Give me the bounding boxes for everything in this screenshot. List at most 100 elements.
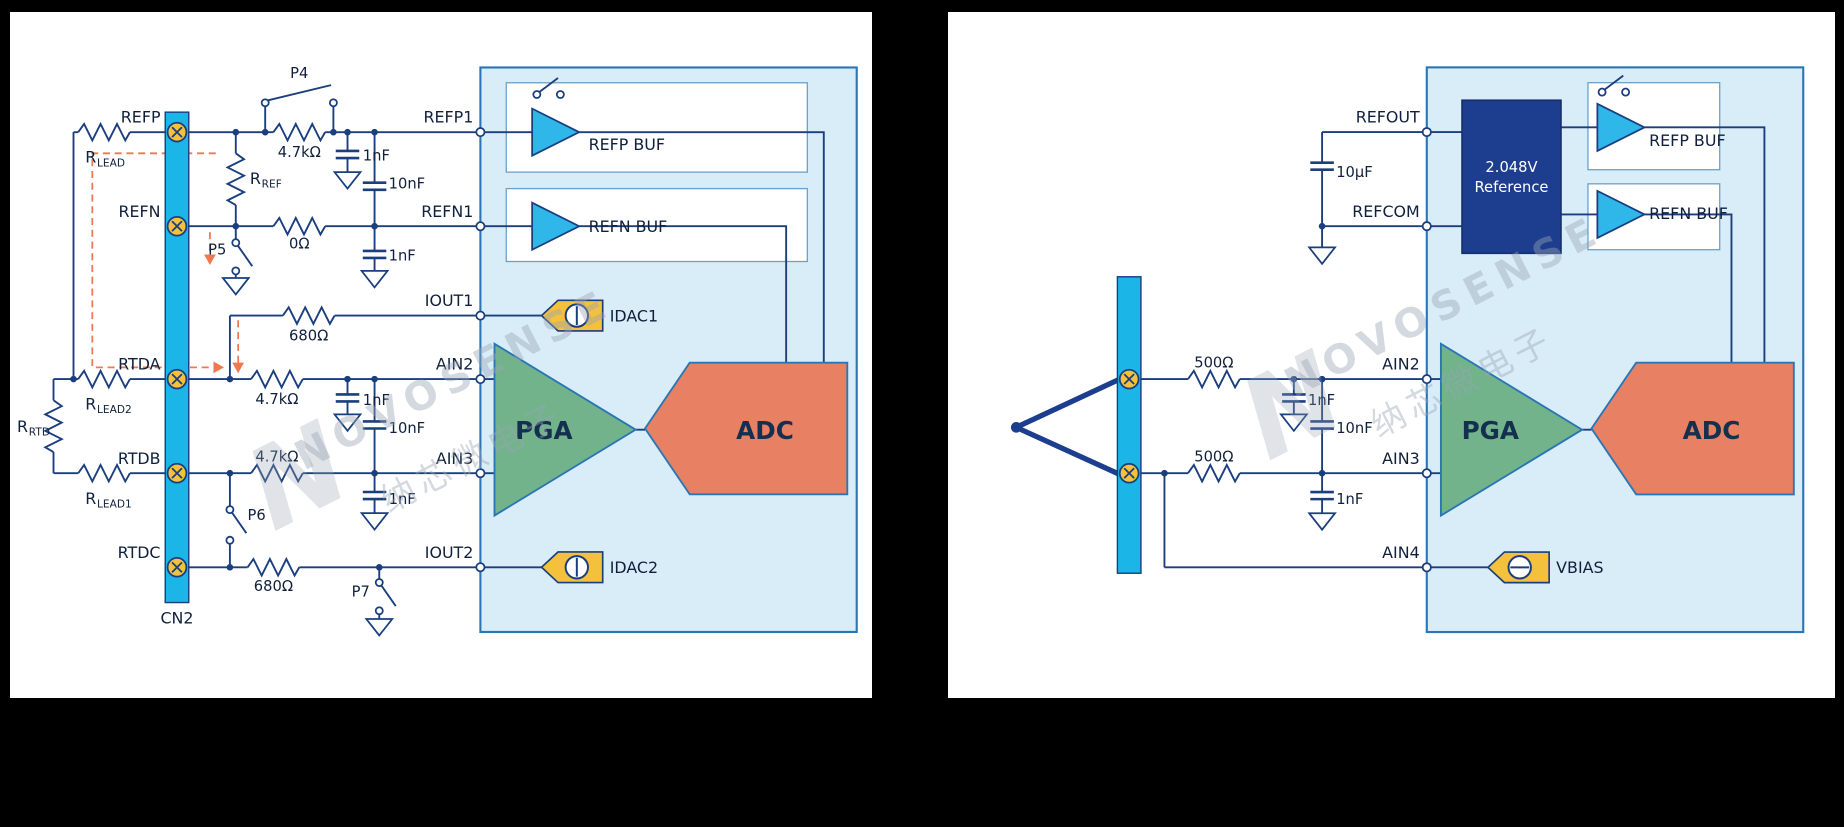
ground-icon <box>333 171 362 190</box>
ground-icon <box>1308 246 1336 265</box>
thermocouple-junction <box>1010 422 1022 433</box>
refn-buffer-triangle <box>1596 189 1647 240</box>
cap-10nf-ref <box>361 181 388 192</box>
ground-icon <box>1308 512 1336 531</box>
cap-1nf-ain3 <box>1309 490 1336 501</box>
refp-buffer-triangle <box>531 107 582 158</box>
terminal-tc-minus <box>1118 462 1140 484</box>
connector-bar <box>1116 276 1142 574</box>
terminal-label-rtdb: RTDB <box>118 449 161 468</box>
terminal-rtdc <box>166 556 188 578</box>
idac1-source <box>540 299 604 332</box>
adc-block <box>1590 361 1795 496</box>
block-label-pga: PGA <box>1462 416 1519 445</box>
block-label-adc: ADC <box>1683 416 1741 445</box>
block-label-idac1: IDAC1 <box>610 306 658 325</box>
block-label-refp-buf: REFP BUF <box>589 135 665 154</box>
terminal-rtda <box>166 368 188 390</box>
ground-icon <box>365 618 394 637</box>
value-10nf-ain: 10nF <box>1336 420 1372 437</box>
ground-icon <box>360 512 389 531</box>
resistor-0ohm <box>272 217 327 236</box>
terminal-label-rtda: RTDA <box>118 355 160 374</box>
voltage-reference-block <box>1461 99 1562 255</box>
right-circuit-panel: 2.048V Reference REFOUT REFCOM AIN2 AIN3 <box>948 12 1835 698</box>
pin-label-refn1: REFN1 <box>421 202 473 221</box>
block-label-refp-buf: REFP BUF <box>1649 131 1725 150</box>
terminal-label-rtdc: RTDC <box>118 543 161 562</box>
rlead2-sub: LEAD2 <box>97 404 132 416</box>
reference-voltage-word: Reference <box>1475 179 1549 196</box>
block-label-vbias: VBIAS <box>1556 558 1603 577</box>
right-wires <box>1013 74 1766 569</box>
pin-label-refout: REFOUT <box>1356 108 1420 127</box>
connector-label-cn2: CN2 <box>160 609 193 628</box>
resistor-680-iout1 <box>281 306 336 325</box>
block-label-refn-buf: REFN BUF <box>1649 204 1728 223</box>
resistor-4k7-ref <box>272 122 327 142</box>
pin-label-ain2: AIN2 <box>1382 355 1420 374</box>
terminal-refn <box>166 215 188 237</box>
terminal-rtdb <box>166 462 188 484</box>
value-4k7-ref: 4.7kΩ <box>278 144 321 161</box>
vbias-source <box>1486 551 1550 584</box>
pin-label-ain4: AIN4 <box>1382 543 1420 562</box>
switch-label-p5: P5 <box>208 241 226 258</box>
rref-label: R <box>250 169 261 188</box>
resistor-4k7-ain2 <box>250 369 304 389</box>
cap-1nf-refn <box>361 249 388 260</box>
pin-label-iout2: IOUT2 <box>425 543 474 562</box>
value-4k7-ain2: 4.7kΩ <box>255 391 298 408</box>
refn-buffer-triangle <box>531 201 582 252</box>
value-680-bot: 680Ω <box>254 578 293 595</box>
ground-icon <box>360 270 389 289</box>
rref-sub: REF <box>262 178 282 190</box>
resistor-500-ain3 <box>1187 464 1241 483</box>
excitation-current-dashed-path <box>91 152 245 374</box>
rlead1-label: R <box>85 489 96 508</box>
block-label-pga: PGA <box>515 416 572 445</box>
value-1nf-ain3: 1nF <box>1336 491 1363 508</box>
value-1nf-refn: 1nF <box>389 247 416 264</box>
left-circuit-panel: REFP REFN RTDA RTDB RTDC CN2 R LEAD R LE… <box>10 12 872 698</box>
resistor-680-iout2 <box>246 558 301 577</box>
value-1nf-ain3: 1nF <box>389 491 416 508</box>
pin-label-ain3: AIN3 <box>436 449 473 468</box>
value-680-top: 680Ω <box>289 327 328 344</box>
right-circuit-diagram: 2.048V Reference REFOUT REFCOM AIN2 AIN3 <box>1010 66 1805 634</box>
block-label-refn-buf: REFN BUF <box>589 217 668 236</box>
rrtd-label: R <box>17 417 28 436</box>
switch-label-p6: P6 <box>248 507 266 524</box>
left-circuit-diagram: REFP REFN RTDA RTDB RTDC CN2 R LEAD R LE… <box>17 65 858 637</box>
pga-block <box>493 342 638 518</box>
switch-label-p7: P7 <box>352 584 370 601</box>
pin-label-ain3: AIN3 <box>1382 449 1420 468</box>
block-label-adc: ADC <box>736 416 794 445</box>
block-label-idac2: IDAC2 <box>610 558 658 577</box>
resistor-rref <box>228 153 244 205</box>
refp-buffer-triangle <box>1596 102 1647 153</box>
pin-label-ain2: AIN2 <box>436 355 473 374</box>
pga-block <box>1439 342 1584 518</box>
pin-label-iout1: IOUT1 <box>425 291 474 310</box>
switch-label-p4: P4 <box>290 65 308 82</box>
connector-cn2-bar <box>164 111 190 604</box>
thermocouple-leads <box>1013 376 1123 478</box>
adc-block <box>643 361 849 496</box>
value-1nf-ain2: 1nF <box>363 392 390 409</box>
value-4k7-ain3: 4.7kΩ <box>255 448 298 465</box>
rlead-sub: LEAD <box>97 157 125 169</box>
cap-1nf-refp <box>334 149 361 160</box>
value-10nf-ref: 10nF <box>389 176 425 193</box>
terminal-label-refn: REFN <box>118 202 160 221</box>
value-1nf-ain2: 1nF <box>1308 392 1335 409</box>
value-0ohm: 0Ω <box>289 236 310 253</box>
rlead2-label: R <box>85 395 96 414</box>
terminal-tc-plus <box>1118 368 1140 390</box>
cap-10uf-ref <box>1309 161 1336 172</box>
ground-icon <box>221 277 250 296</box>
rlead1-sub: LEAD1 <box>97 498 132 510</box>
value-1nf-refp: 1nF <box>363 147 390 164</box>
value-500-ain2: 500Ω <box>1194 354 1233 371</box>
